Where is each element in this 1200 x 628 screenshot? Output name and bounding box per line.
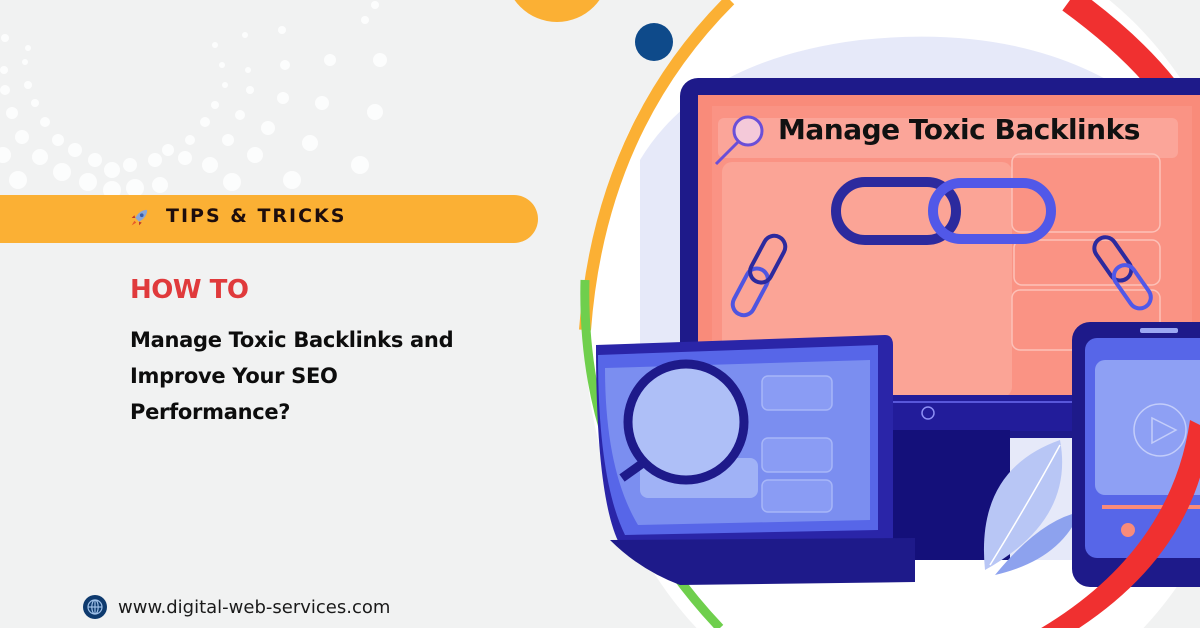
website-url[interactable]: www.digital-web-services.com [118, 596, 391, 618]
rocket-icon [131, 209, 148, 226]
banner-label: TIPS & TRICKS [166, 205, 347, 227]
dot-pattern-decoration [0, 1, 387, 199]
tips-tricks-banner: TIPS & TRICKS [0, 195, 538, 243]
globe-icon [83, 595, 107, 619]
headline-line: Improve Your SEO [130, 364, 338, 388]
headline-line: Manage Toxic Backlinks and [130, 328, 454, 352]
screen-title: Manage Toxic Backlinks [778, 113, 1140, 146]
headline-line: Performance? [130, 400, 291, 424]
headline: Manage Toxic Backlinks and Improve Your … [130, 322, 550, 430]
how-to-kicker: HOW TO [130, 275, 249, 305]
blue-dot-decoration [635, 23, 673, 61]
website-footer: www.digital-web-services.com [82, 594, 390, 620]
yellow-circle-decoration [514, 0, 600, 22]
